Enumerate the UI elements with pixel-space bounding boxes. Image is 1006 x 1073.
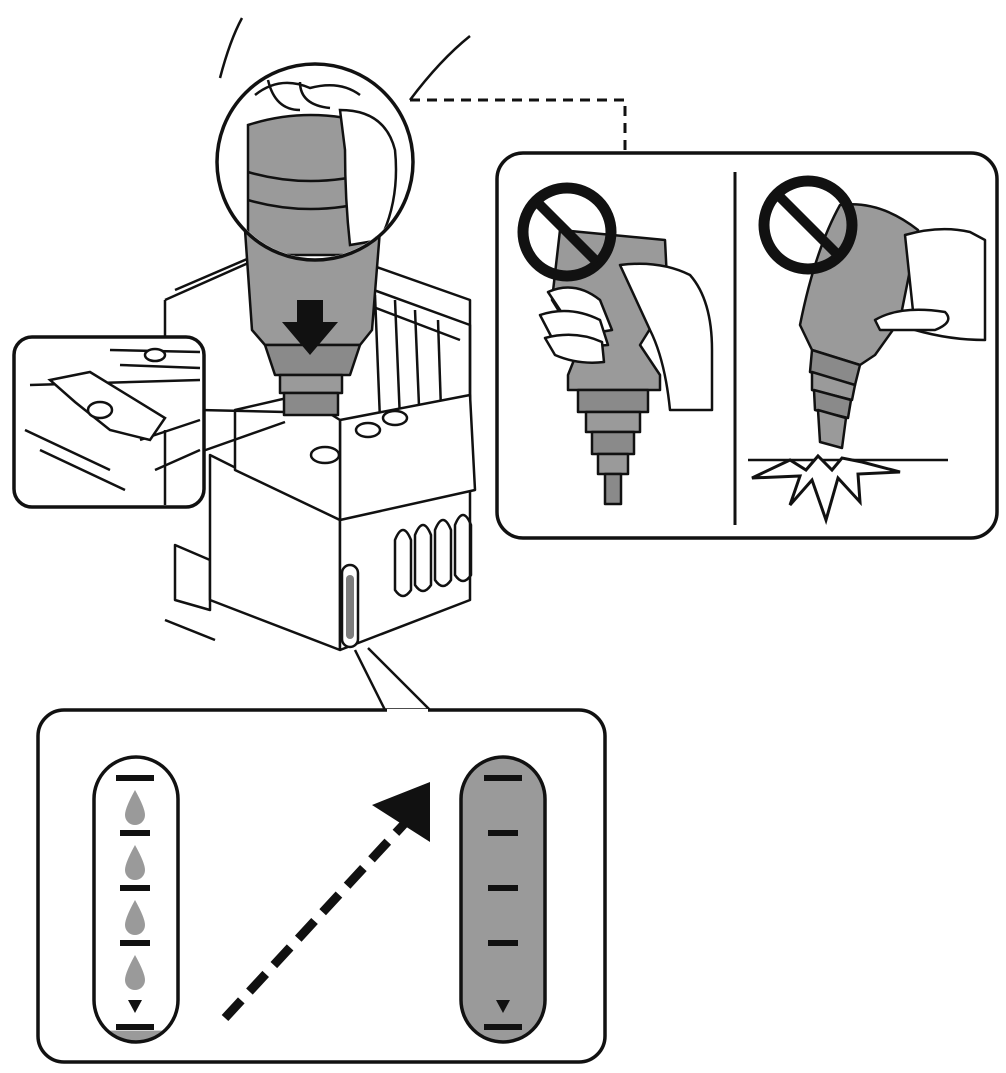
prohibited-icon (517, 182, 617, 282)
ink-gauge-full (459, 755, 547, 1044)
arrow-down-icon (282, 300, 338, 355)
dashed-arrow-up-right-icon (221, 782, 430, 1022)
tank-ink-window (340, 563, 360, 649)
ink-gauge-low (92, 755, 180, 1044)
hand-lines (218, 17, 471, 101)
triangle-down-icon (496, 1000, 510, 1013)
printer-body (163, 230, 477, 652)
impact-burst-icon (751, 453, 901, 525)
leader-dashed-line (410, 98, 627, 150)
inset-tank-cap-detail (12, 335, 286, 509)
ink-drop-icons (125, 790, 145, 990)
magnifier-bottle-cap (215, 62, 415, 262)
inset-prohibited-actions (495, 151, 999, 540)
inset-ink-level (36, 647, 607, 1064)
prohibited-icon (758, 175, 858, 275)
triangle-down-icon (128, 1000, 142, 1013)
